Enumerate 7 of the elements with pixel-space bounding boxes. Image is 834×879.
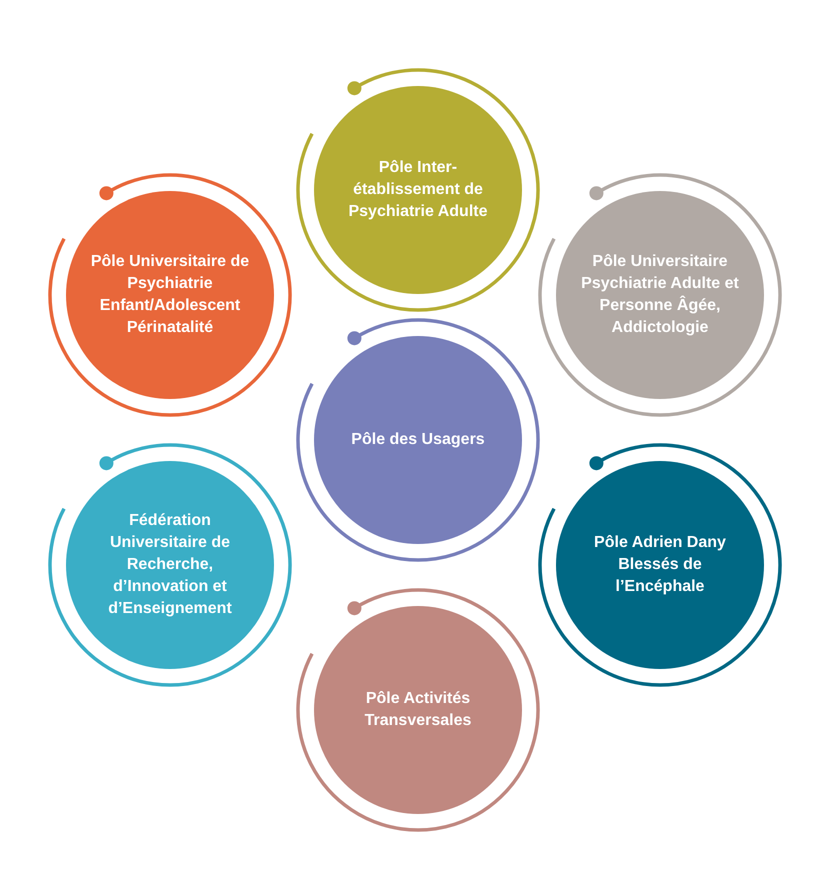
pole-name: Pôle Adrien Dany Blessés de l’Encéphale <box>593 533 727 597</box>
pole-name: Pôle Universitaire de Psychiatrie Enfant/Adolescent Périnatalité <box>90 252 250 338</box>
pole-name: Pôle Inter-établissement de Psychiatrie Adulte <box>347 158 488 222</box>
pole-name: Pôle Activités Transversales <box>364 689 472 731</box>
pole-name: Fédération Universitaire de Recherche, d’Innovation et d’Enseignement <box>107 511 233 619</box>
pole-name: Pôle Universitaire Psychiatrie Adulte et Personne Âgée, Addictologie <box>580 252 740 338</box>
pole-name: Pôle des Usagers <box>350 430 486 450</box>
